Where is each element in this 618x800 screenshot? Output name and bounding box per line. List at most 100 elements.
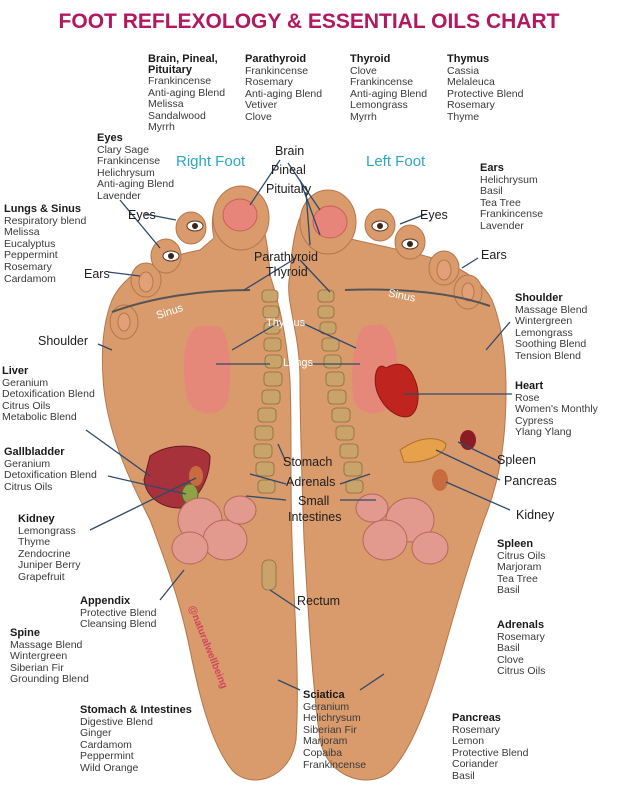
oil-item: Clove	[350, 64, 377, 77]
right-brain-organ	[222, 198, 258, 232]
oil-item: Citrus Oils	[4, 480, 53, 493]
label-ears-left-foot: Ears	[481, 248, 507, 262]
oil-item: Rosemary	[497, 630, 545, 643]
label-kidney: Kidney	[516, 508, 555, 522]
oil-item: Eucalyptus	[4, 237, 56, 250]
group-stomach-intestines: Stomach & Intestines Digestive Blend Gin…	[80, 704, 192, 775]
group-thymus: Thymus Cassia Melaleuca Protective Blend…	[447, 53, 523, 124]
group-heading: Appendix	[80, 595, 131, 607]
right-foot-title: Right Foot	[176, 153, 246, 170]
group-thyroid: Thyroid Clove Frankincense Anti-aging Bl…	[350, 53, 428, 124]
oil-item: Clove	[245, 110, 272, 123]
oil-item: Basil	[452, 769, 475, 782]
oil-item: Marjoram	[497, 561, 542, 574]
pancreas-organ	[399, 438, 447, 463]
label-ears-right-foot: Ears	[84, 267, 110, 281]
oil-item: Frankincense	[97, 155, 161, 168]
group-heading: Adrenals	[497, 619, 545, 631]
oil-item: Helichrysum	[97, 166, 155, 179]
ear-icons	[117, 259, 475, 332]
group-spine: Spine Massage Blend Wintergreen Siberian…	[10, 627, 89, 686]
right-kidney-organ	[189, 466, 203, 486]
group-parathyroid: Parathyroid Frankincense Rosemary Anti-a…	[245, 53, 322, 124]
label-small-intestines-line2: Intestines	[288, 510, 342, 524]
group-sciatica: Sciatica Geranium Helichrysum Siberian F…	[303, 689, 366, 771]
oil-item: Peppermint	[80, 750, 134, 763]
label-lungs: Lungs	[283, 357, 313, 369]
oil-item: Metabolic Blend	[2, 411, 77, 424]
oil-item: Wild Orange	[80, 761, 139, 774]
group-heading: Spine	[10, 627, 40, 639]
group-heading: Ears	[480, 162, 504, 174]
oil-item: Lemongrass	[18, 524, 76, 537]
label-thyroid: Thyroid	[266, 265, 308, 279]
oil-item: Sandalwood	[148, 109, 206, 122]
right-intestines	[171, 495, 257, 565]
label-thymus: Thymus	[266, 317, 306, 329]
oil-item: Geranium	[303, 700, 350, 713]
oil-item: Basil	[497, 642, 520, 655]
oil-item: Digestive Blend	[80, 715, 153, 728]
oil-item: Vetiver	[245, 99, 278, 112]
oil-item: Clove	[497, 653, 524, 666]
oil-item: Lavender	[97, 189, 141, 202]
group-lungs-sinus: Lungs & Sinus Respiratory blend Melissa …	[4, 203, 86, 285]
label-eyes-right-foot: Eyes	[128, 208, 156, 222]
chart-title: FOOT REFLEXOLOGY & ESSENTIAL OILS CHART	[58, 10, 560, 33]
oil-item: Lemongrass	[350, 99, 408, 112]
label-stomach: Stomach	[283, 455, 333, 469]
oil-item: Thyme	[18, 536, 51, 549]
oil-item: Marjoram	[303, 735, 348, 748]
oil-item: Rosemary	[245, 76, 293, 89]
left-foot-shape	[288, 193, 507, 781]
label-pineal: Pineal	[271, 163, 306, 177]
oil-item: Siberian Fir	[10, 661, 64, 674]
group-heading: Pancreas	[452, 712, 501, 724]
oil-item: Ylang Ylang	[515, 426, 572, 439]
group-liver: Liver Geranium Detoxification Blend Citr…	[2, 365, 95, 424]
group-heading: Parathyroid	[245, 53, 307, 65]
group-shoulder: Shoulder Massage Blend Wintergreen Lemon…	[515, 292, 587, 363]
oil-item: Anti-aging Blend	[350, 87, 428, 100]
oil-item: Myrrh	[350, 110, 377, 123]
oil-item: Ginger	[80, 727, 112, 740]
group-eyes: Eyes Clary Sage Frankincense Helichrysum…	[97, 132, 174, 203]
oil-item: Massage Blend	[10, 638, 83, 651]
group-gallbladder: Gallbladder Geranium Detoxification Blen…	[4, 446, 97, 493]
oil-item: Siberian Fir	[303, 723, 357, 736]
label-pancreas: Pancreas	[504, 474, 557, 488]
group-kidney: Kidney Lemongrass Thyme Zendocrine Junip…	[18, 513, 80, 584]
oil-item: Helichrysum	[480, 173, 538, 186]
oil-item: Citrus Oils	[2, 399, 51, 412]
group-brain-pineal-pituitary: Brain, Pineal, Pituitary Frankincense An…	[148, 54, 244, 134]
group-heading: Lungs & Sinus	[4, 203, 81, 215]
oil-item: Wintergreen	[10, 650, 68, 663]
oil-item: Melaleuca	[447, 76, 495, 89]
group-heading: Eyes	[97, 132, 123, 144]
heart-organ	[374, 363, 419, 418]
oil-item: Melissa	[4, 226, 40, 239]
oil-item: Grounding Blend	[10, 673, 89, 686]
oil-item: Rosemary	[452, 723, 500, 736]
label-brain: Brain	[275, 144, 305, 158]
oil-item: Clary Sage	[97, 143, 149, 156]
oil-item: Helichrysum	[303, 712, 361, 725]
oil-item: Geranium	[4, 457, 51, 470]
oil-item: Tension Blend	[515, 349, 581, 362]
oil-item: Frankincense	[480, 208, 544, 221]
oil-item: Women's Monthly	[515, 403, 598, 416]
left-intestines	[355, 493, 449, 565]
oil-item: Myrrh	[148, 121, 175, 134]
oil-item: Grapefruit	[18, 570, 65, 583]
oil-item: Cardamom	[4, 272, 56, 285]
oil-item: Rosemary	[447, 99, 495, 112]
label-spleen: Spleen	[497, 453, 536, 467]
oil-item: Protective Blend	[452, 746, 529, 759]
oil-item: Zendocrine	[18, 547, 71, 560]
left-sinus-line	[344, 288, 491, 307]
label-parathyroid: Parathyroid	[254, 250, 318, 264]
group-heading: Thyroid	[350, 53, 391, 65]
oil-item: Geranium	[2, 376, 49, 389]
oil-item: Cardamom	[80, 738, 132, 751]
left-brain-organ	[312, 205, 348, 239]
